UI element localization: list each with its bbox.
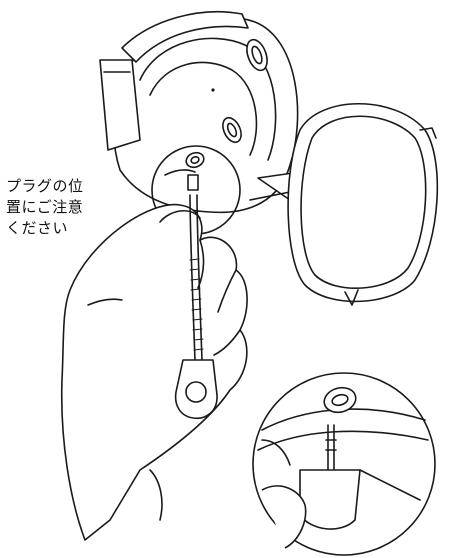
caption-note: プラグの位 置にご注意 ください xyxy=(6,176,102,239)
caption-line-1: プラグの位 xyxy=(6,177,84,195)
right-earcup xyxy=(287,103,439,306)
caption-line-3: ください xyxy=(6,219,69,237)
slider-button xyxy=(246,38,268,72)
mic-capsule xyxy=(174,359,218,420)
zoom-inset xyxy=(252,372,436,556)
left-earcup xyxy=(99,10,299,214)
microphone-boom xyxy=(174,174,218,420)
hand xyxy=(60,203,248,541)
mic-port-button xyxy=(222,116,242,144)
plug-port xyxy=(323,386,357,414)
caption-line-2: 置にご注意 xyxy=(6,198,84,216)
